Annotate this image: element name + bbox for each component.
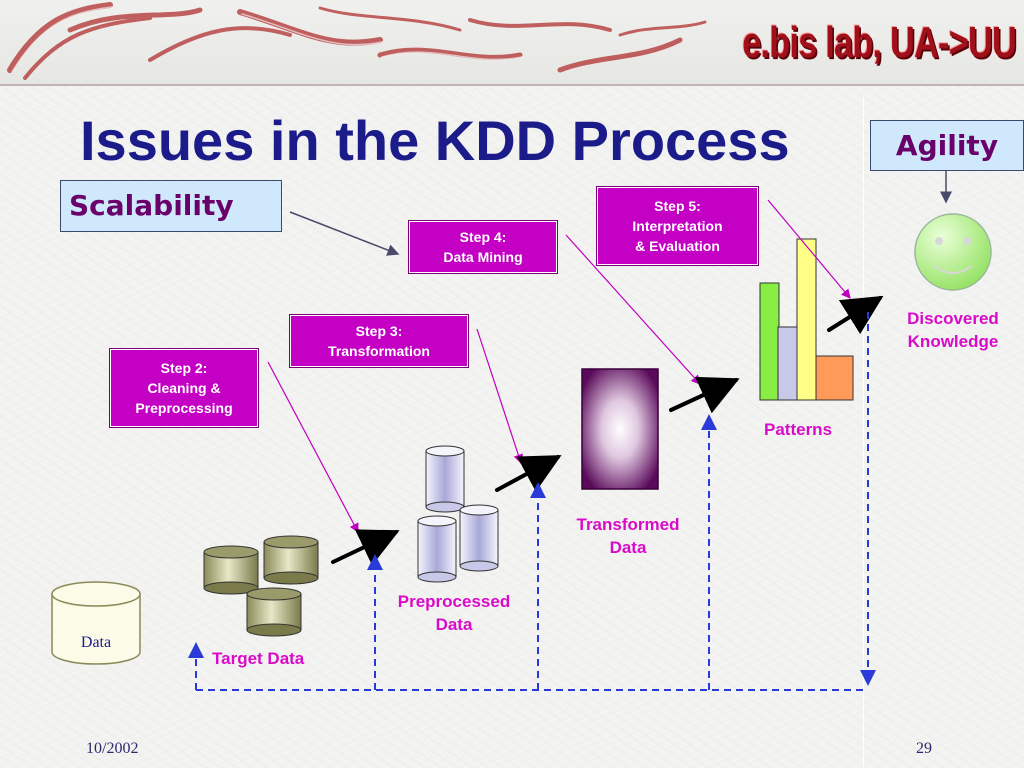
step5-pointer-line (767, 199, 851, 299)
patterns-bar-chart-icon (759, 238, 854, 401)
step2-line-2: Cleaning & (147, 380, 221, 396)
transformed-data-icon (581, 368, 659, 490)
slide-divider-line (863, 96, 864, 768)
scalability-box: Scalability (60, 180, 282, 232)
preprocessed-data-cylinders-icon (417, 445, 499, 583)
agility-box: Agility (870, 120, 1024, 171)
patterns-label: Patterns (764, 420, 833, 439)
scalability-label: Scalability (69, 189, 234, 222)
knowledge-label-line-2: Knowledge (907, 332, 999, 351)
step3-line-1: Step 3: (355, 323, 403, 339)
process-arrow-2 (495, 455, 562, 492)
process-arrow-1 (331, 529, 400, 566)
transformed-label-line-1: Transformed (576, 515, 680, 534)
lab-name: e.bis lab, UA->UU (742, 18, 1017, 67)
target-data-cylinders-icon (203, 535, 319, 637)
footer-page-number: 29 (916, 740, 932, 757)
feedback-loop-lines (188, 312, 876, 691)
data-label: Data (80, 634, 112, 651)
transformed-label-line-2: Data (609, 538, 647, 557)
target-data-label: Target Data (212, 649, 305, 668)
smiley-knowledge-icon (914, 213, 992, 291)
data-cylinder-icon (51, 581, 141, 665)
process-arrow-4 (827, 295, 884, 335)
step2-line-1: Step 2: (160, 360, 208, 376)
step5-line-1: Step 5: (654, 198, 701, 214)
footer-date: 10/2002 (86, 740, 139, 757)
step2-box: Step 2: Cleaning & Preprocessing (109, 348, 259, 428)
step4-line-1: Step 4: (459, 229, 507, 245)
preprocessed-data-label: Preprocessed Data (380, 590, 528, 636)
preprocessed-label-line-2: Data (435, 615, 473, 634)
step3-pointer-line (476, 328, 523, 465)
step5-line-3: & Evaluation (635, 238, 720, 254)
step5-line-2: Interpretation (632, 218, 723, 234)
preprocessed-label-line-1: Preprocessed (397, 592, 511, 611)
step4-pointer-line (565, 234, 701, 385)
discovered-knowledge-label: Discovered Knowledge (888, 307, 1018, 353)
agility-label: Agility (895, 129, 999, 162)
banner-swoosh-decoration (7, 2, 707, 80)
slide-title: Issues in the KDD Process (80, 109, 790, 172)
step2-pointer-line (267, 361, 359, 534)
step3-box: Step 3: Transformation (289, 314, 469, 368)
scalability-arrow (289, 211, 400, 256)
step3-line-2: Transformation (328, 343, 430, 359)
process-arrow-3 (669, 376, 740, 414)
header-banner: e.bis lab, UA->UU (0, 0, 1024, 86)
step5-box: Step 5: Interpretation & Evaluation (596, 186, 759, 266)
step4-box: Step 4: Data Mining (408, 220, 558, 274)
step2-line-3: Preprocessing (135, 400, 233, 416)
step4-line-2: Data Mining (443, 249, 523, 265)
transformed-data-label: Transformed Data (558, 513, 698, 559)
knowledge-label-line-1: Discovered (907, 309, 999, 328)
